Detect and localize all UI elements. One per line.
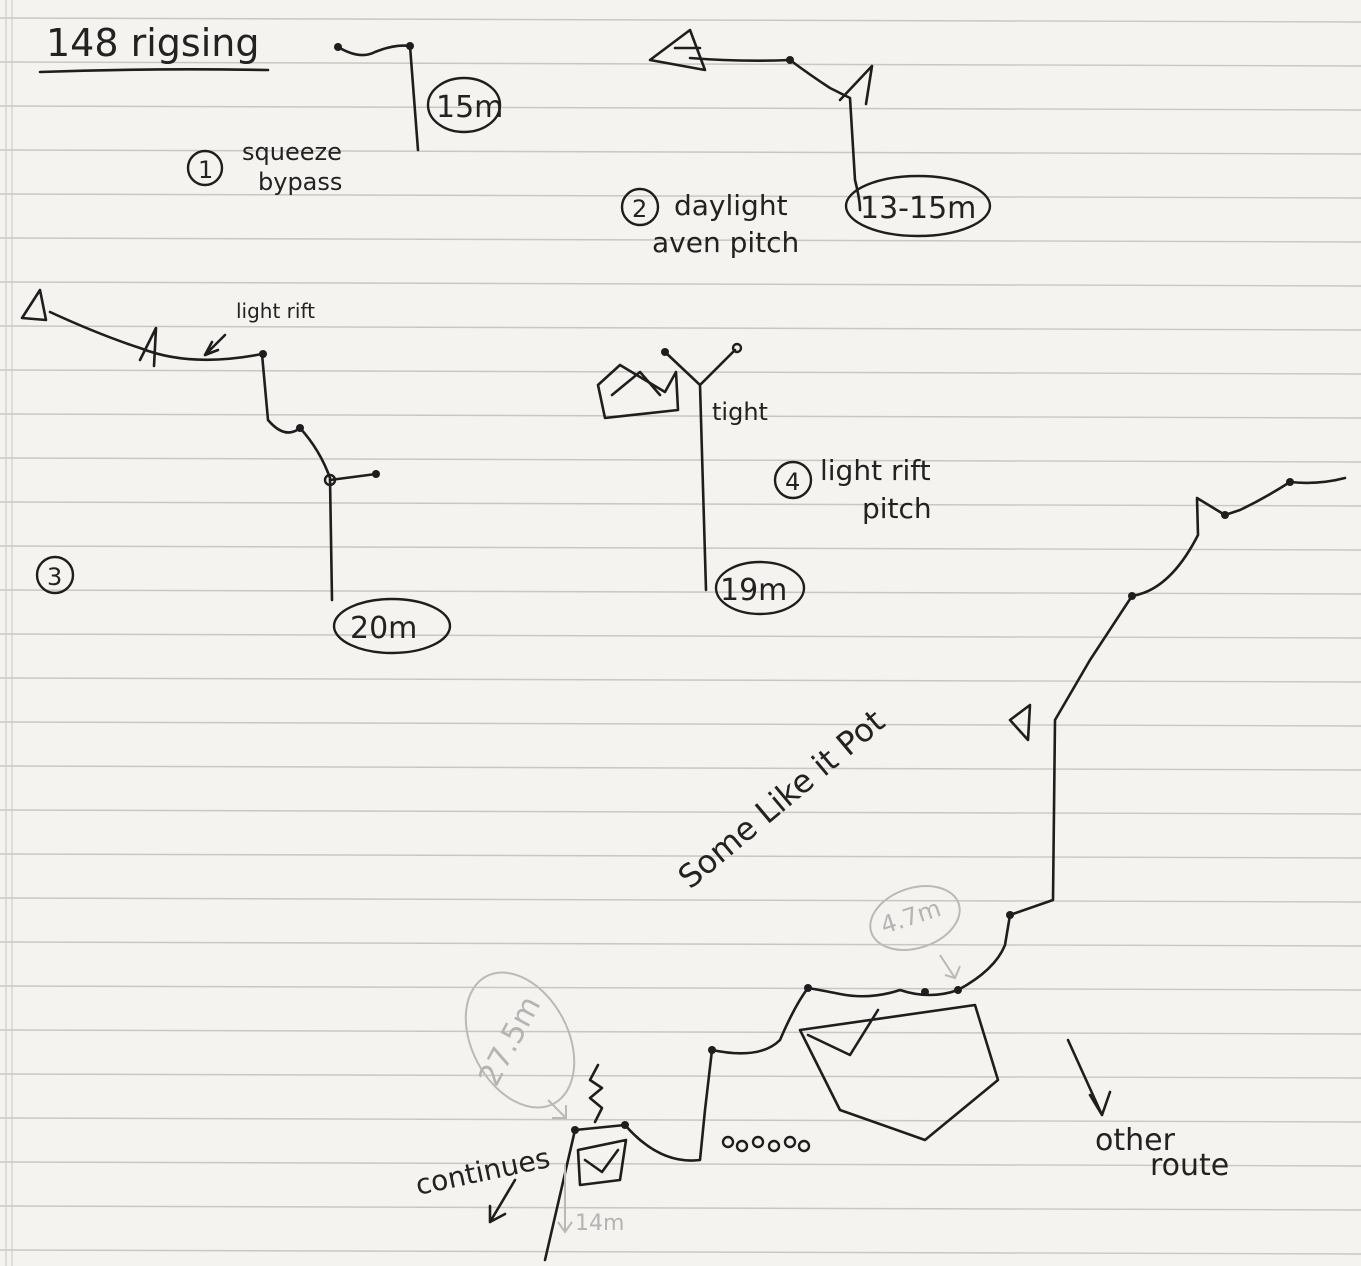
ruled-line (0, 897, 1361, 903)
pitch-2-number-circle (620, 187, 660, 227)
pitch-4-number: 4 (785, 468, 800, 496)
page-title: 148 rigsing (46, 21, 259, 65)
pitch-2-diagram: 13-15m 2 daylight aven pitch (620, 28, 992, 259)
pitch-1-number-circle (186, 149, 224, 187)
ruled-line (0, 369, 1361, 375)
pitch-1-diagram: 15m 1 squeeze bypass (186, 42, 503, 196)
pitch-4-depth-circle (714, 560, 806, 616)
pitch-3-number: 3 (47, 563, 62, 591)
ruled-line (0, 721, 1361, 727)
ruled-line (0, 941, 1361, 947)
pitch-4-label-line-2: pitch (862, 492, 932, 525)
ruled-line (0, 237, 1361, 243)
ruled-line (0, 1073, 1361, 1079)
ruled-line (0, 677, 1361, 683)
coiled-rope-icon (721, 1135, 811, 1153)
pitch-1-depth: 15m (436, 90, 503, 125)
ruled-line (0, 1117, 1361, 1123)
ruled-line (0, 589, 1361, 595)
pitch-4-annotation: tight (712, 398, 768, 426)
ruled-line (0, 325, 1361, 331)
title-underline (38, 68, 270, 74)
pitch-4-depth: 19m (720, 573, 787, 608)
pitch-4-number-circle (773, 460, 813, 500)
route-name: Some Like it Pot (671, 702, 892, 896)
other-route-label-line-2: route (1150, 1148, 1229, 1183)
pitch-2-label-line-2: aven pitch (652, 226, 799, 259)
ruled-line (0, 17, 1361, 23)
faint-label-1: 27.5m (472, 991, 548, 1092)
pitch-3-number-circle (35, 555, 75, 595)
ruled-line (0, 61, 1361, 67)
ruled-line (0, 457, 1361, 463)
ruled-line (0, 501, 1361, 507)
faint-depth-circle-1 (464, 971, 576, 1109)
pitch-1-label-line-1: squeeze (242, 138, 342, 166)
ruled-line (0, 1205, 1361, 1211)
ruled-line (0, 545, 1361, 551)
pitch-1-label-line-2: bypass (258, 168, 342, 196)
ruled-line (0, 853, 1361, 859)
faint-label-3: 14m (575, 1211, 624, 1236)
faint-depth-circle-2 (869, 885, 961, 951)
ruled-line (0, 149, 1361, 155)
pitch-2-depth-circle (844, 174, 992, 238)
continues-label: continues (413, 1141, 553, 1202)
ruled-line (0, 765, 1361, 771)
main-route-diagram: Some Like it Pot 27.5m 4.7m 14m continue… (413, 476, 1347, 1262)
ruled-line (0, 1161, 1361, 1167)
pitch-1-depth-circle (426, 76, 502, 134)
pitch-2-depth: 13-15m (860, 191, 976, 226)
ruled-line (0, 1029, 1361, 1035)
pitch-2-label-line-1: daylight (674, 189, 788, 222)
ruled-line (0, 105, 1361, 111)
ruled-line (0, 985, 1361, 991)
ruled-line (0, 1249, 1361, 1255)
pitch-3-annotation: light rift (236, 299, 315, 323)
pitch-3-diagram: light rift 20m 3 (20, 288, 452, 655)
pitch-2-number: 2 (632, 195, 647, 223)
pitch-3-depth: 20m (350, 611, 417, 646)
pitch-4-diagram: tight 19m 4 light rift pitch (596, 342, 932, 616)
ruled-line (0, 281, 1361, 287)
pitch-4-label-line-1: light rift (820, 454, 931, 487)
ruled-line (0, 809, 1361, 815)
pitch-3-depth-circle (332, 597, 452, 655)
ruled-line (0, 633, 1361, 639)
pitch-1-number: 1 (198, 156, 213, 184)
other-route-label-line-1: other (1095, 1123, 1176, 1158)
ruled-line (0, 413, 1361, 419)
ruled-line (0, 193, 1361, 199)
